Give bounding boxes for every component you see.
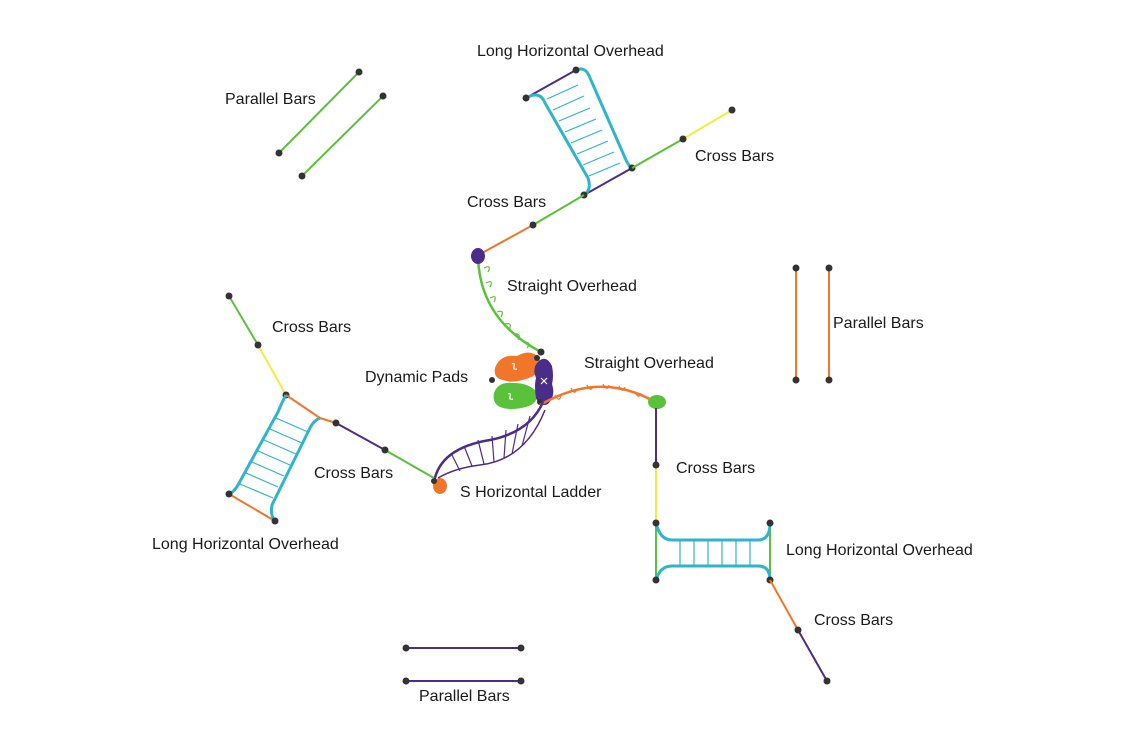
cross-bars-right-mid	[652, 408, 660, 523]
label-dynamic-pads: Dynamic Pads	[365, 369, 469, 386]
label-long-horizontal-overhead-right: Long Horizontal Overhead	[786, 542, 973, 559]
cross-bars-top-right	[631, 106, 736, 169]
dynamic-pads	[489, 352, 554, 409]
label-parallel-bars-bottom: Parallel Bars	[419, 688, 510, 705]
straight-overhead-right	[539, 383, 666, 409]
label-parallel-bars-top-left: Parallel Bars	[225, 91, 316, 108]
cross-bars-left-lower	[319, 417, 435, 479]
label-cross-bars-right-mid: Cross Bars	[676, 460, 756, 477]
label-cross-bars-top-right: Cross Bars	[695, 148, 775, 165]
parallel-bars-top-left	[275, 68, 387, 180]
cross-bars-left	[225, 292, 290, 399]
cross-bars-top-mid	[481, 194, 585, 254]
label-cross-bars-bottom-right: Cross Bars	[814, 612, 894, 629]
long-horizontal-overhead-top	[522, 66, 636, 199]
straight-overhead-top	[471, 248, 545, 356]
s-horizontal-ladder	[431, 401, 546, 494]
long-horizontal-overhead-left	[225, 394, 321, 525]
cross-bars-bottom-right	[769, 579, 831, 685]
label-cross-bars-top-mid: Cross Bars	[467, 194, 547, 211]
label-long-horizontal-overhead-top: Long Horizontal Overhead	[477, 43, 664, 60]
long-horizontal-overhead-right	[652, 519, 774, 584]
label-s-horizontal-ladder: S Horizontal Ladder	[460, 484, 602, 501]
label-long-horizontal-overhead-left: Long Horizontal Overhead	[152, 536, 339, 553]
label-cross-bars-left: Cross Bars	[272, 319, 352, 336]
label-cross-bars-left-lower: Cross Bars	[314, 465, 394, 482]
parallel-bars-bottom	[402, 644, 525, 685]
parallel-bars-right	[792, 264, 833, 384]
label-parallel-bars-right: Parallel Bars	[833, 315, 924, 332]
label-straight-overhead-right: Straight Overhead	[584, 355, 714, 372]
label-straight-overhead-top: Straight Overhead	[507, 278, 637, 295]
